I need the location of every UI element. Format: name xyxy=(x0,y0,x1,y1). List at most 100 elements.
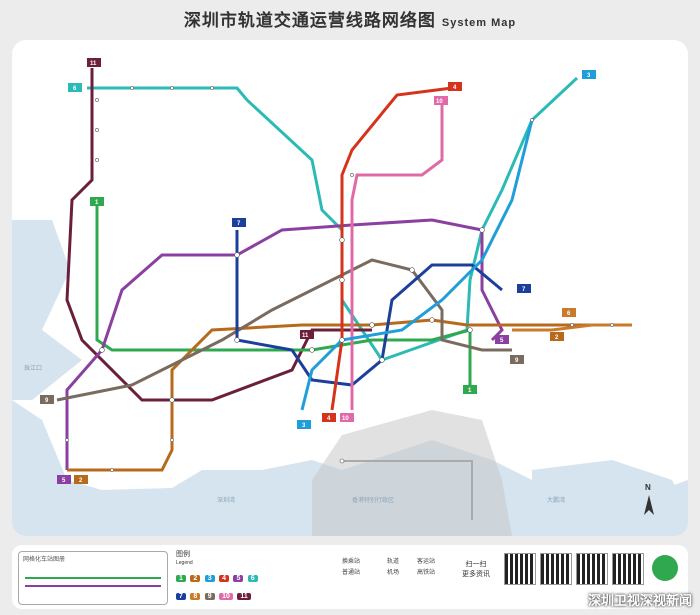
metro-logo-icon xyxy=(652,555,678,581)
map-title-cn: 深圳市轨道交通运营线路网络图 xyxy=(183,11,436,31)
legend-line-3: 3 xyxy=(204,575,215,582)
legend-line-10: 10 xyxy=(219,593,233,600)
badge-5-west xyxy=(57,475,71,484)
legend-title-en: Legend xyxy=(176,560,193,566)
badge-10-south-text: 10 xyxy=(342,416,349,422)
line-2 xyxy=(67,318,632,472)
line-7 xyxy=(235,230,503,387)
legend-bar: 网格化车站图册 图例 Legend 1 2 3 4 5 6 7 8 9 10 11… xyxy=(12,545,688,609)
legend-line-5: 5 xyxy=(233,575,244,582)
stations xyxy=(65,86,614,472)
qr-code-1[interactable] xyxy=(504,553,536,585)
pearl-river-water xyxy=(12,220,82,400)
line-3 xyxy=(300,119,534,411)
legend-title-cn: 图例 xyxy=(176,551,190,558)
legend-item-airport: 机场 xyxy=(387,570,400,576)
badge-2-east xyxy=(550,332,564,341)
badge-2-east-text: 2 xyxy=(555,335,559,341)
badge-10-south xyxy=(340,413,354,422)
legend-item-station: 普通站 xyxy=(342,570,361,576)
metro-map-svg: 珠江口 深圳湾 香港特别行政区 大鹏湾 11 6 1 7 xyxy=(12,58,688,536)
badge-7-east xyxy=(517,284,531,293)
qr-code-3[interactable] xyxy=(576,553,608,585)
badge-10-north-text: 10 xyxy=(436,99,443,105)
line-1 xyxy=(95,205,472,385)
more-info-label: 更多资讯 xyxy=(462,571,490,578)
badge-9-west-text: 9 xyxy=(45,398,49,404)
badge-11-top xyxy=(87,58,101,67)
legend-line-9: 9 xyxy=(204,593,215,600)
north-label: N xyxy=(645,483,651,492)
badge-3-north xyxy=(582,70,596,79)
badge-1-north xyxy=(90,197,104,206)
badge-5-east-text: 5 xyxy=(500,338,504,344)
badge-3-south-text: 3 xyxy=(302,423,306,429)
qr-code-2[interactable] xyxy=(540,553,572,585)
pearl-river-label: 珠江口 xyxy=(24,364,42,372)
badge-6-west-text: 6 xyxy=(73,86,77,92)
line-9 xyxy=(56,258,512,402)
badge-6-east-text: 6 xyxy=(567,311,571,317)
badge-9-west xyxy=(40,395,54,404)
badge-4-north xyxy=(448,82,462,91)
badge-1-north-text: 1 xyxy=(95,200,99,206)
badge-7-north-text: 7 xyxy=(237,221,241,227)
badge-2-west xyxy=(74,475,88,484)
badge-3-north-text: 3 xyxy=(587,73,591,79)
line-4 xyxy=(330,86,453,411)
scan-label: 扫一扫 xyxy=(465,561,487,568)
legend-line-11: 11 xyxy=(237,593,251,600)
legend-symbols: 换乘站 普通站 xyxy=(342,557,360,579)
legend-line-4: 4 xyxy=(219,575,229,582)
badge-2-west-text: 2 xyxy=(79,478,83,484)
dapeng-water xyxy=(532,460,688,536)
line-badges: 11 6 1 7 4 10 3 7 6 2 5 9 1 9 5 2 3 4 10… xyxy=(40,58,596,484)
schematic-box: 网格化车站图册 xyxy=(18,551,168,605)
schematic-lines xyxy=(25,577,161,587)
badge-1-south xyxy=(463,385,477,394)
badge-6-west xyxy=(68,83,82,92)
badge-5-west-text: 5 xyxy=(62,478,66,484)
badge-3-south xyxy=(297,420,311,429)
badge-7-north xyxy=(232,218,246,227)
legend-line-7: 7 xyxy=(176,593,186,600)
metro-map[interactable]: 珠江口 深圳湾 香港特别行政区 大鹏湾 11 6 1 7 xyxy=(12,40,688,536)
legend-title: 图例 Legend xyxy=(176,549,193,566)
badge-9-east xyxy=(510,355,524,364)
badge-7-east-text: 7 xyxy=(522,287,526,293)
legend-line-6: 6 xyxy=(247,575,258,582)
badge-4-south xyxy=(322,413,336,422)
line-10 xyxy=(350,105,444,410)
badge-11-south xyxy=(300,330,314,339)
legend-line-2: 2 xyxy=(190,575,201,582)
hk-label: 香港特别行政区 xyxy=(352,496,394,504)
map-title: 深圳市轨道交通运营线路网络图 System Map xyxy=(0,6,700,31)
badge-1-south-text: 1 xyxy=(468,388,472,394)
legend-item-bus: 客运站 xyxy=(417,559,436,565)
legend-lines: 1 2 3 4 5 6 7 8 9 10 11 xyxy=(176,567,356,603)
legend-item-transfer: 换乘站 xyxy=(342,559,361,565)
legend-symbols-2: 轨道 机场 xyxy=(387,557,399,579)
badge-4-south-text: 4 xyxy=(327,416,331,422)
north-arrow-icon: N xyxy=(644,483,654,515)
legend-line-1: 1 xyxy=(176,575,186,582)
map-title-en: System Map xyxy=(441,17,517,29)
qr-code-4[interactable] xyxy=(612,553,644,585)
badge-11-top-text: 11 xyxy=(90,61,97,67)
schematic-title: 网格化车站图册 xyxy=(23,557,66,563)
badge-4-north-text: 4 xyxy=(453,85,457,91)
watermark: 深圳卫视深视新闻 xyxy=(587,594,692,609)
rail-line xyxy=(342,460,473,520)
legend-item-hsr: 高铁站 xyxy=(417,570,436,576)
badge-10-north xyxy=(434,96,448,105)
hongkong-land xyxy=(312,410,512,536)
badge-6-east xyxy=(562,308,576,317)
legend-symbols-3: 客运站 高铁站 xyxy=(417,557,435,579)
legend-line-8: 8 xyxy=(190,593,201,600)
legend-item-rail: 轨道 xyxy=(387,559,400,565)
dapeng-label: 大鹏湾 xyxy=(547,496,565,504)
badge-11-south-text: 11 xyxy=(302,333,309,339)
badge-9-east-text: 9 xyxy=(515,358,519,364)
scan-prompt: 扫一扫 更多资讯 xyxy=(462,559,490,579)
shenzhen-bay-label: 深圳湾 xyxy=(217,496,235,504)
